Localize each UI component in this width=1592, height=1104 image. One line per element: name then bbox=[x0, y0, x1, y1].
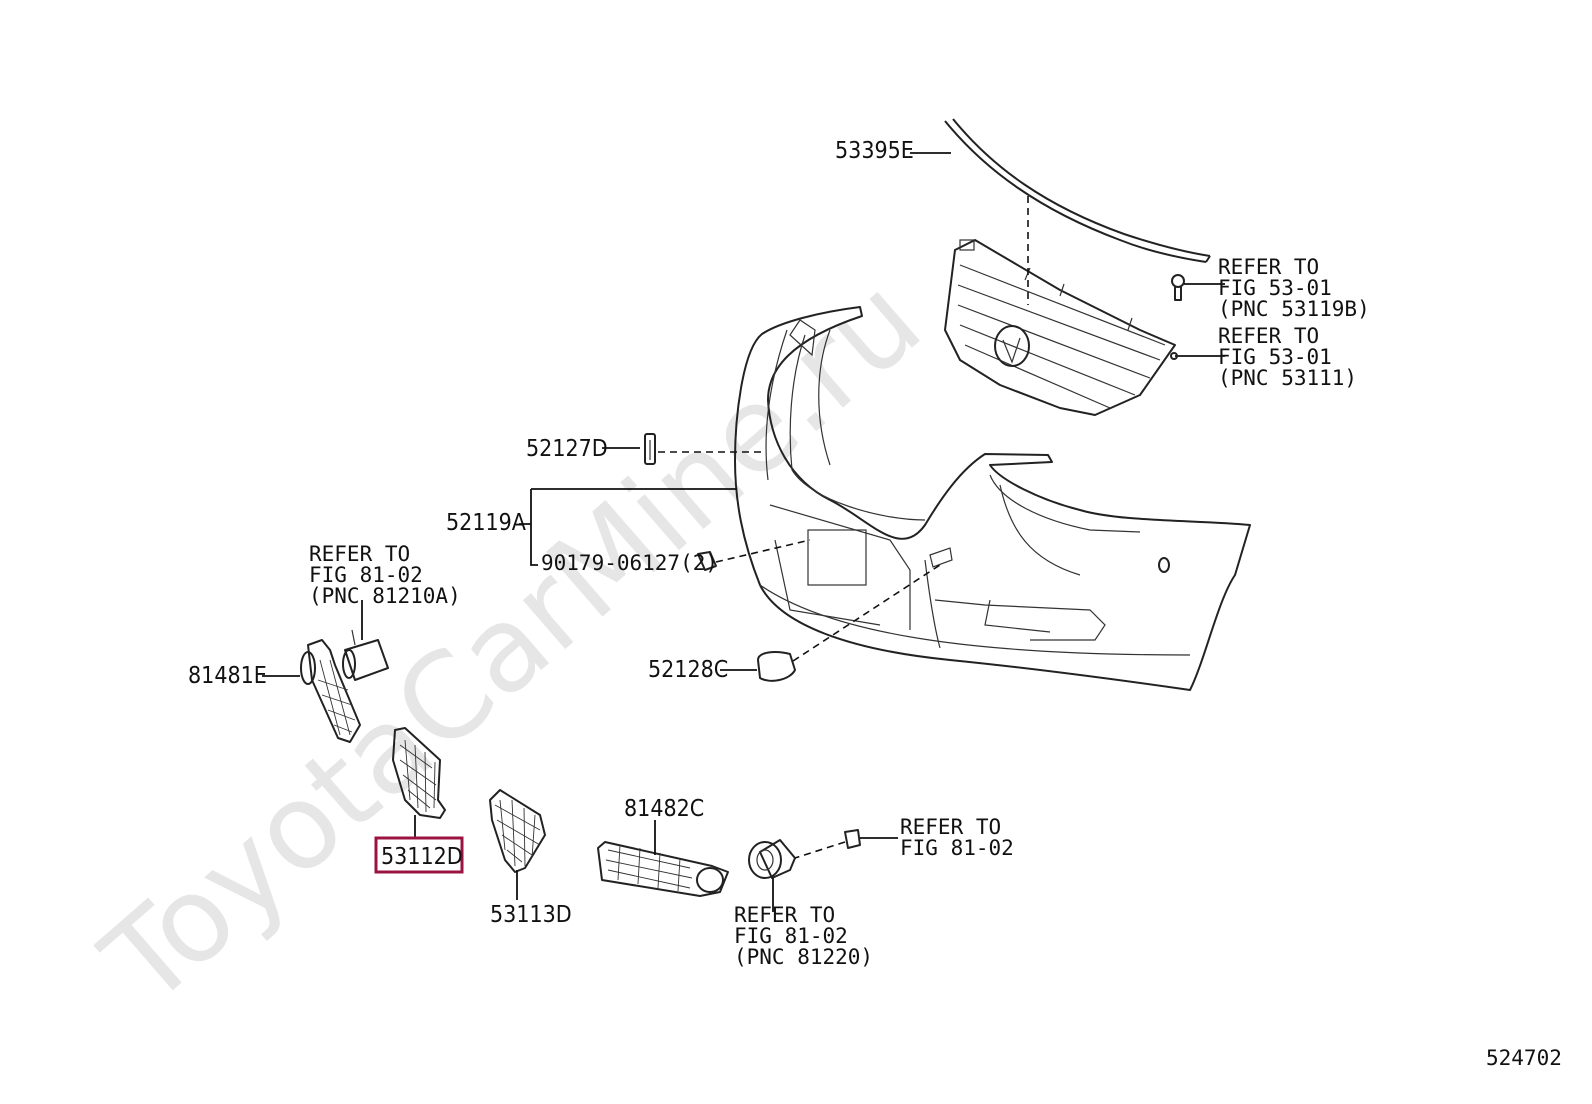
lower-grille-53112D bbox=[392, 727, 446, 819]
ref-fog-right-line2: FIG 81-02 bbox=[734, 924, 848, 948]
part-label-52128C: 52128C bbox=[648, 657, 728, 683]
part-label-53113D: 53113D bbox=[490, 902, 572, 928]
ref-fog-screw-line1: REFER TO bbox=[900, 815, 1001, 839]
tow-hook-cover bbox=[757, 651, 796, 682]
part-label-53395E: 53395E bbox=[835, 138, 914, 164]
ref-fog-right-line3: (PNC 81220) bbox=[734, 945, 873, 969]
fog-lamp-screw bbox=[794, 829, 861, 859]
ref-fog-left-line3: (PNC 81210A) bbox=[309, 584, 461, 608]
part-label-90179-06127: 90179-06127(2) bbox=[541, 551, 718, 575]
ref-grille-line3: (PNC 53111) bbox=[1218, 366, 1357, 390]
radiator-grille bbox=[944, 239, 1176, 416]
ref-grille-bolt-line3: (PNC 53119B) bbox=[1218, 297, 1370, 321]
ref-grille-line1: REFER TO bbox=[1218, 324, 1319, 348]
fog-lamp-bracket-left bbox=[300, 639, 361, 743]
ref-fog-left-line2: FIG 81-02 bbox=[309, 563, 423, 587]
fog-lamp-right bbox=[748, 839, 796, 912]
ref-fog-left-line1: REFER TO bbox=[309, 542, 410, 566]
grille-bolt bbox=[1171, 274, 1185, 301]
fog-lamp-cover-right bbox=[597, 841, 729, 897]
highlight-box-53112D bbox=[374, 836, 464, 874]
part-label-52127D: 52127D bbox=[526, 436, 608, 462]
part-label-81482C: 81482C bbox=[624, 796, 704, 822]
part-label-81481E: 81481E bbox=[188, 663, 267, 689]
ref-grille-bolt-line1: REFER TO bbox=[1218, 255, 1319, 279]
figure-id: 524702 bbox=[1486, 1046, 1562, 1070]
ref-grille-line2: FIG 53-01 bbox=[1218, 345, 1332, 369]
ref-fog-right-line1: REFER TO bbox=[734, 903, 835, 927]
bumper-clip-90179 bbox=[697, 551, 717, 571]
ref-grille-bolt-line2: FIG 53-01 bbox=[1218, 276, 1332, 300]
fog-lamp-left bbox=[342, 629, 389, 681]
front-bumper-cover bbox=[734, 306, 1251, 691]
part-label-52119A: 52119A bbox=[446, 510, 526, 536]
hood-molding-strip bbox=[944, 118, 1211, 263]
bumper-clip-52127D bbox=[644, 433, 656, 465]
part-label-53112D: 53112D bbox=[381, 844, 463, 870]
lower-grille-53113D bbox=[489, 789, 546, 873]
ref-fog-screw-line2: FIG 81-02 bbox=[900, 836, 1014, 860]
